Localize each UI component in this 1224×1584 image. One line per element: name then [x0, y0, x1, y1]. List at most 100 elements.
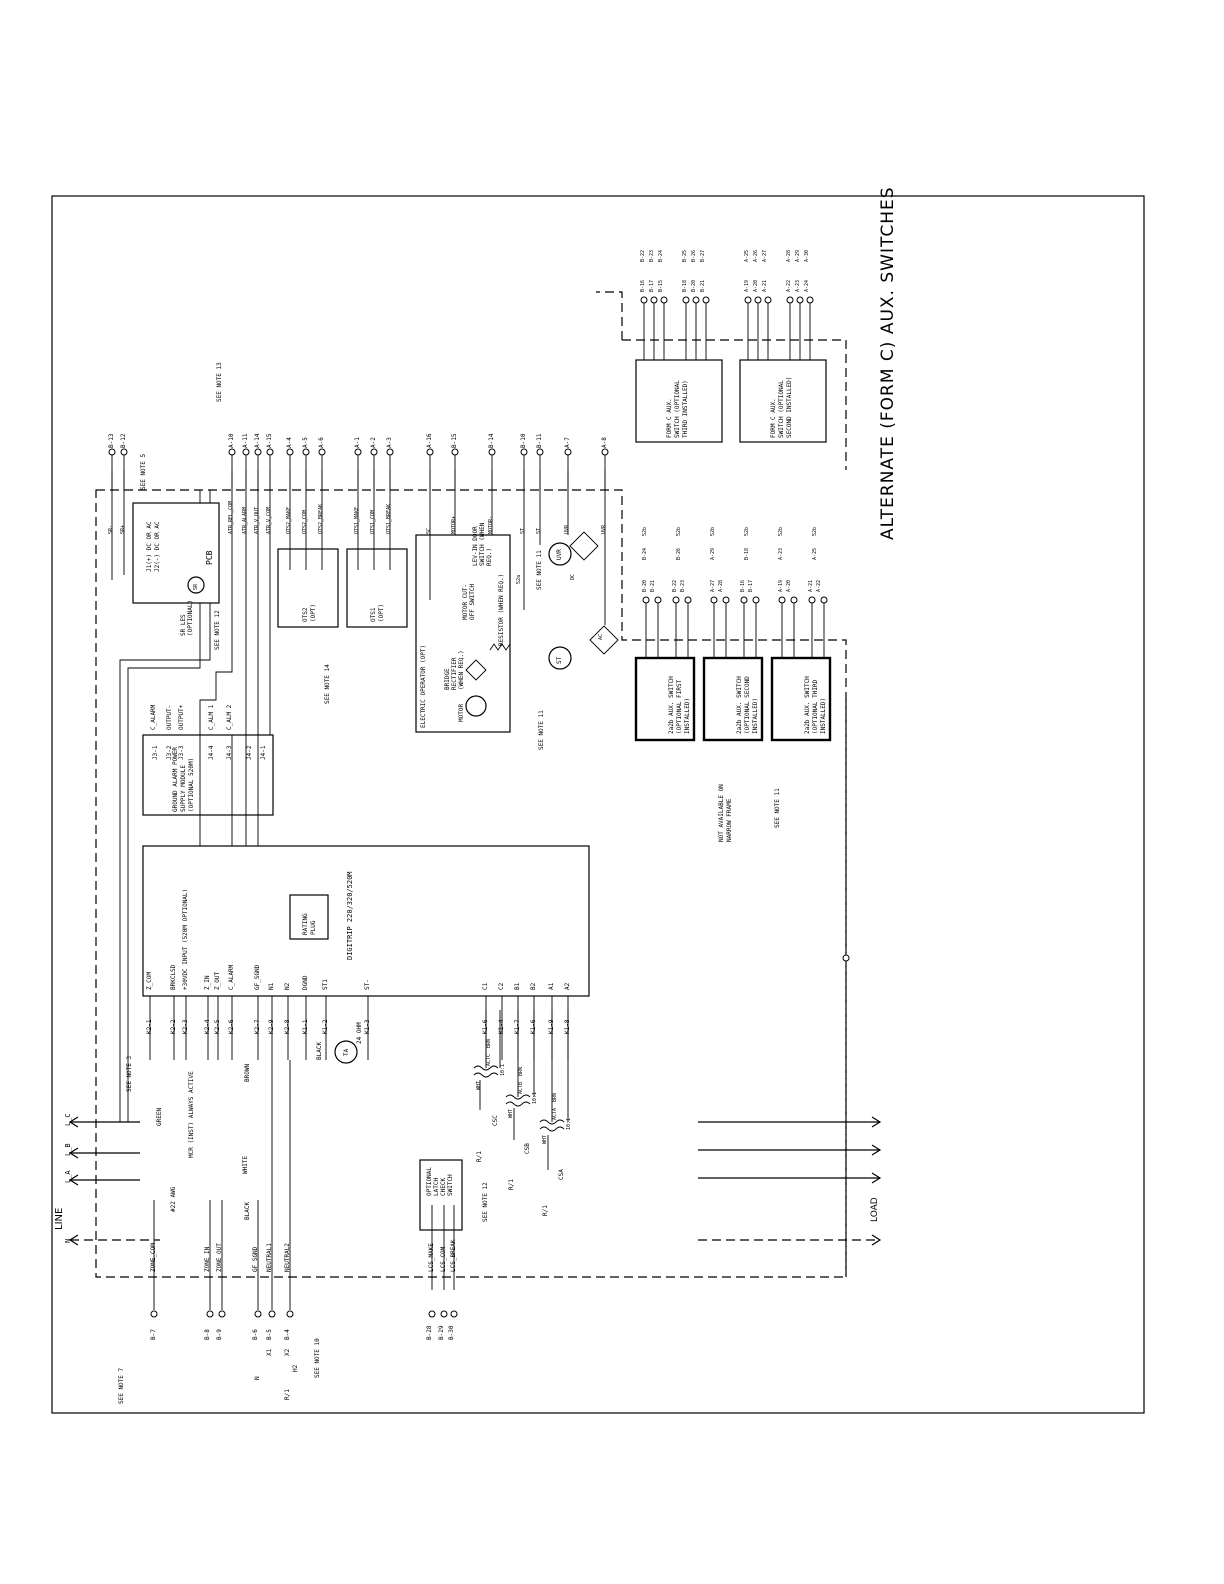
ohm-label: 24 OHM — [356, 1022, 363, 1044]
top-terminal: A-3 — [386, 437, 393, 448]
digitrip-pin: A2 — [564, 982, 571, 990]
bottom-wire-name: NEUTRAL1 — [266, 1243, 273, 1272]
digitrip-pin: C_ALARM — [228, 964, 235, 990]
top-terminal: A-11 — [242, 433, 249, 448]
top-wire: MOTOR+ — [451, 515, 457, 534]
terminal-b7: B-7 — [150, 1329, 157, 1340]
aux-c1: A-23 — [778, 547, 784, 560]
digitrip-pin: Z_IN — [204, 975, 211, 990]
top-terminal: A-10 — [228, 433, 235, 448]
top-wire: ATR_ALARM — [242, 506, 248, 534]
ct-group — [473, 1010, 569, 1170]
ct-r: R/1 — [476, 1151, 483, 1162]
ct-name: CSC — [492, 1115, 499, 1126]
aux-switch-label: 2a2b AUX. SWITCH (OPTIONAL SECOND INSTAL… — [736, 676, 759, 734]
digitrip-pin: B1 — [514, 982, 521, 990]
line-label: LINE — [54, 1207, 65, 1230]
see-note-10: SEE NOTE 10 — [314, 1338, 321, 1378]
line-phase-3: L_C — [64, 1113, 72, 1126]
aux-terminal-wires — [640, 296, 828, 658]
ga-out: OUTPUT+ — [178, 704, 185, 730]
top-terminal: A-5 — [302, 437, 309, 448]
terminal-b30: B-30 — [448, 1325, 455, 1340]
aux-t1: B-20 — [642, 579, 648, 592]
form-c-third — [635, 359, 723, 443]
top-terminal: B-10 — [520, 433, 527, 448]
digitrip-pin: +30VDC INPUT (520M OPTIONAL) — [182, 888, 189, 990]
k-terminal: K1-2 — [322, 1019, 329, 1034]
top-wire: UVR — [601, 524, 607, 534]
ta-coil — [334, 1040, 358, 1064]
digitrip-pin: N1 — [268, 982, 275, 990]
form-c-term: B-16 — [640, 279, 646, 292]
aux-t1b: A-28 — [718, 579, 724, 592]
aux-k2: 52b — [812, 526, 818, 536]
k-terminal: K2-4 — [204, 1019, 211, 1034]
k-terminal: K2-2 — [170, 1019, 177, 1034]
aux-k2: 52b — [744, 526, 750, 536]
digitrip-name: DIGITRIP 220/320/520M — [346, 871, 354, 960]
neutral-ct-label: H2 — [292, 1364, 299, 1372]
aux-switch-label: 2a2b AUX. SWITCH (OPTIONAL THIRD INSTALL… — [804, 676, 827, 734]
see-note-11-st: SEE NOTE 11 — [538, 710, 545, 750]
aux-t1: A-27 — [710, 579, 716, 592]
top-wire: OTS2_COM — [302, 509, 308, 534]
ga-pin: J4-3 — [226, 745, 233, 760]
form-c-term: B-27 — [700, 249, 706, 262]
ct-ratio: 10:1 — [566, 1117, 572, 1130]
aux-t1b: A-20 — [786, 579, 792, 592]
see-note-14: SEE NOTE 14 — [324, 664, 331, 704]
form-c-term: B-18 — [682, 279, 688, 292]
form-c-term: A-21 — [762, 279, 768, 292]
form-c-term: A-29 — [795, 249, 801, 262]
k-terminal: K1-4 — [498, 1019, 505, 1034]
diagram-title: ALTERNATE (FORM C) AUX. SWITCHES — [878, 186, 898, 540]
aux-t2: B-22 — [672, 579, 678, 592]
top-terminal: A-16 — [426, 433, 433, 448]
terminal-b29: B-29 — [438, 1325, 445, 1340]
ga-pin: J4-1 — [260, 745, 267, 760]
ct-actc: ACTA — [552, 1107, 558, 1120]
drawing-frame — [51, 195, 1145, 1414]
electric-operator-box — [415, 534, 511, 733]
aux-c2: B-26 — [676, 547, 682, 560]
neutral-ct-label: R/1 — [284, 1389, 291, 1400]
aux-k2: 52b — [676, 526, 682, 536]
ct-actc: ACTC — [486, 1053, 492, 1066]
black-label: BLACK — [244, 1201, 251, 1220]
terminal-b4: B-4 — [284, 1329, 291, 1340]
top-wire: OTS2_MAKE — [286, 506, 292, 534]
see-note-5: SEE NOTE 5 — [140, 453, 147, 490]
ct-brn: BRN — [552, 1092, 558, 1102]
terminal-b6: B-6 — [252, 1329, 259, 1340]
top-terminal-circles — [108, 448, 609, 490]
brown-label: BROWN — [244, 1063, 251, 1082]
bottom-wire-name: ZONE_COM — [150, 1243, 157, 1272]
ct-r: R/1 — [508, 1179, 515, 1190]
form-c-term: B-20 — [691, 279, 697, 292]
form-c-term: B-26 — [691, 249, 697, 262]
line-arrows — [68, 1116, 160, 1246]
top-terminal: B-13 — [108, 433, 115, 448]
form-c-enclosure — [596, 291, 847, 470]
digitrip-pin: ST1 — [322, 979, 329, 990]
digitrip-pin: GF_SGND — [254, 964, 261, 990]
bottom-wire-name: GF_SGND — [252, 1246, 259, 1272]
bottom-wire-name: NEUTRAL2 — [284, 1243, 291, 1272]
terminal-b8: B-8 — [204, 1329, 211, 1340]
aux-t2: A-21 — [808, 579, 814, 592]
top-wire: ATR_V_OUT — [254, 506, 260, 534]
form-c-term: B-22 — [640, 249, 646, 262]
ots2-label: OTS2 (OPT) — [302, 603, 317, 622]
form-c-term: A-23 — [795, 279, 801, 292]
top-wire: ATR_REL_COM — [228, 500, 234, 534]
ga-pin: J3-1 — [152, 745, 159, 760]
top-terminal: B-15 — [451, 433, 458, 448]
line-phase-1: L_A — [64, 1170, 72, 1183]
form-c-label: FORM C AUX. SWITCH (OPTIONAL THIRD INSTA… — [666, 380, 689, 438]
ct-wht: WHT — [508, 1108, 514, 1118]
ots1-label: OTS1 (OPT) — [370, 603, 385, 622]
aux-t2b: B-17 — [748, 579, 754, 592]
ct-actc: ACTB — [518, 1081, 524, 1094]
aux-t2b: B-23 — [680, 579, 686, 592]
